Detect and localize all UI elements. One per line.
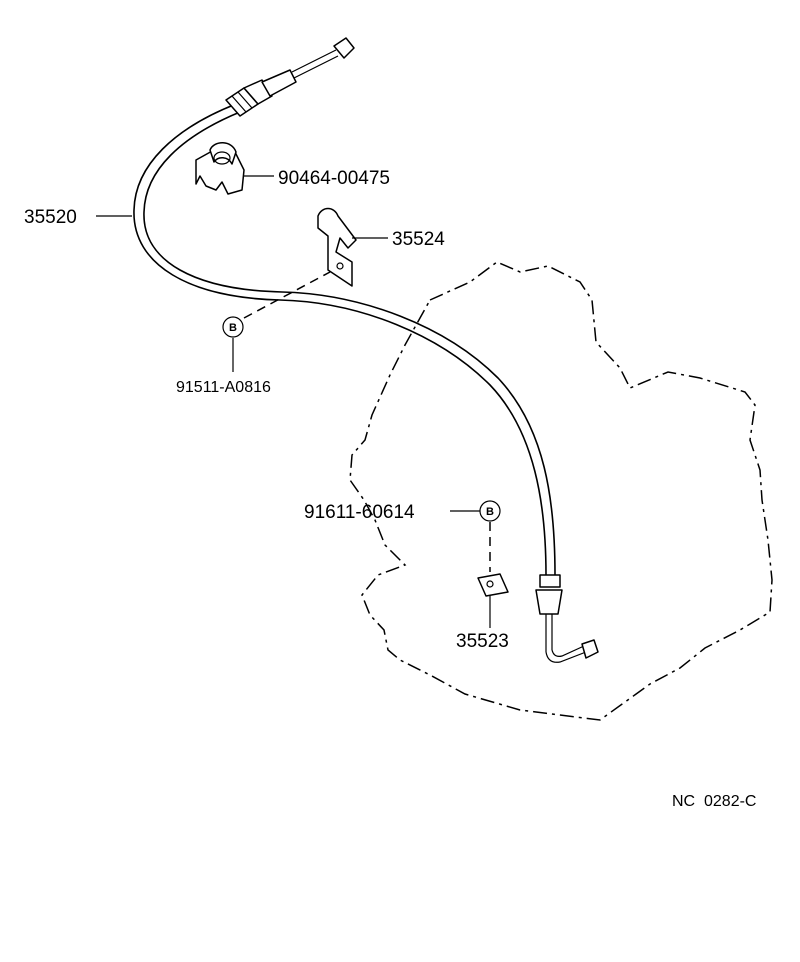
lower-bolt-marker: B	[479, 500, 501, 522]
upper-bracket	[317, 207, 357, 287]
label-clamp: 90464-00475	[278, 168, 390, 189]
lower-bracket	[477, 573, 509, 597]
label-cable: 35520	[24, 207, 77, 228]
label-lower-bolt: 91611-60614	[304, 502, 415, 523]
cable-clamp	[195, 142, 245, 195]
transmission-housing-outline	[349, 261, 773, 721]
diagram-code: NC 0282-C	[672, 793, 756, 810]
svg-text:B: B	[229, 322, 237, 334]
label-upper-bracket: 35524	[392, 229, 445, 250]
upper-bolt-marker: B	[222, 316, 244, 338]
upper-bolt-install-line	[243, 271, 331, 319]
throttle-cable	[133, 37, 599, 663]
svg-text:B: B	[486, 506, 494, 518]
label-lower-bracket: 35523	[456, 631, 509, 652]
label-upper-bolt: 91511-A0816	[176, 379, 271, 396]
